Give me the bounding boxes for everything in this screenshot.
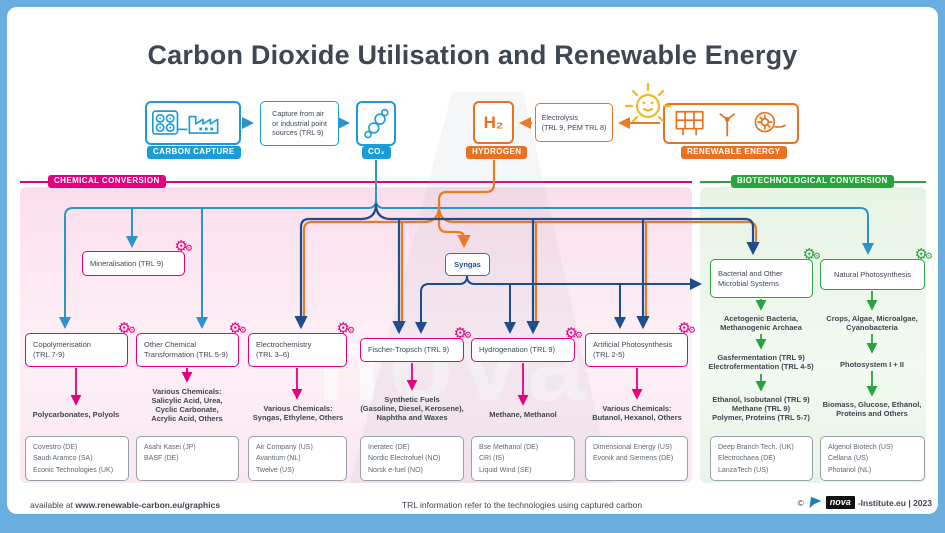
company-list-bacterial: Deep Branch Tech. (UK) Electrochaea (DE)… bbox=[710, 436, 813, 481]
gears-icon: ⚙⚙ bbox=[564, 325, 583, 342]
output-synthetic-fuels: Synthetic Fuels (Gasoline, Diesel, Keros… bbox=[360, 395, 464, 423]
bacterial-systems-label: Bacterial and Other Microbial Systems bbox=[718, 268, 783, 288]
company-list-other-chemical: Asahi Kasei (JP) BASF (DE) bbox=[136, 436, 239, 481]
bacterial-step2: Gasfermentation (TRL 9) Electrofermentat… bbox=[708, 353, 814, 372]
process-box-copolymerisation: Copolymerisation (TRL 7-9) ⚙⚙ bbox=[25, 321, 136, 367]
process-box-fischer-tropsch: Fischer-Tropsch (TRL 9) ⚙⚙ bbox=[360, 326, 472, 362]
process-box-artificial-photosynthesis: Artificial Photosynthesis (TRL 2-5) ⚙⚙ bbox=[585, 321, 696, 367]
process-label: Electrochemistry (TRL 3–6) bbox=[256, 340, 312, 359]
mineralisation-box: Mineralisation (TRL 9) ⚙⚙ bbox=[82, 239, 193, 276]
carbon-capture-box bbox=[145, 101, 241, 145]
company-list-hydrogenation: Bse Methanol (DE) CRI (IS) Liquid Wind (… bbox=[471, 436, 575, 481]
footer-available: available at www.renewable-carbon.eu/gra… bbox=[30, 500, 220, 510]
hydrogen-box: H₂ bbox=[473, 101, 514, 144]
natural-step2: Photosystem I + II bbox=[840, 360, 904, 369]
company-list-electrochemistry: Air Company (US) Avantium (NL) Twelve (U… bbox=[248, 436, 347, 481]
process-label: Other Chemical Transformation (TRL 5-9) bbox=[144, 340, 229, 359]
natural-step3: Biomass, Glucose, Ethanol, Proteins and … bbox=[822, 400, 922, 419]
bacterial-step1: Acetogenic Bacteria, Methanogenic Archae… bbox=[720, 314, 802, 333]
gears-icon: ⚙⚙ bbox=[174, 238, 193, 255]
syngas-label: Syngas bbox=[454, 260, 481, 269]
process-label: Fischer-Tropsch (TRL 9) bbox=[368, 345, 450, 355]
solar-panel-icon bbox=[675, 110, 704, 130]
process-box-hydrogenation: Hydrogenation (TRL 9) ⚙⚙ bbox=[471, 326, 583, 362]
gears-icon: ⚙⚙ bbox=[117, 320, 136, 337]
renewable-energy-badge: RENEWABLE ENERGY bbox=[681, 146, 787, 160]
gears-icon: ⚙⚙ bbox=[453, 325, 472, 342]
gears-icon: ⚙⚙ bbox=[336, 320, 355, 337]
bacterial-step3: Ethanol, Isobutanol (TRL 9) Methane (TRL… bbox=[712, 395, 810, 423]
h2-symbol: H₂ bbox=[483, 112, 504, 132]
output-polycarbonates: Polycarbonates, Polyols bbox=[32, 410, 120, 419]
co2-badge: CO₂ bbox=[362, 146, 391, 160]
company-list-fischer-tropsch: Ineratec (DE) Nordic Electrofuel (NO) No… bbox=[360, 436, 464, 481]
footer-url[interactable]: www.renewable-carbon.eu/graphics bbox=[75, 500, 221, 510]
gears-icon: ⚙⚙ bbox=[914, 246, 933, 263]
co2-molecule-icon bbox=[364, 108, 389, 138]
gears-icon: ⚙⚙ bbox=[802, 246, 821, 263]
natural-step1: Crops, Algae, Microalgae, Cyanobacteria bbox=[826, 314, 918, 333]
process-box-other-chemical: Other Chemical Transformation (TRL 5-9) … bbox=[136, 321, 247, 367]
electrolysis-box: Electrolysis (TRL 9, PEM TRL 8) bbox=[535, 103, 613, 142]
copyright-symbol: © bbox=[797, 497, 804, 508]
chemical-conversion-badge: CHEMICAL CONVERSION bbox=[48, 175, 166, 189]
natural-photosynthesis-label: Natural Photosynthesis bbox=[833, 270, 912, 279]
process-label: Artificial Photosynthesis (TRL 2-5) bbox=[593, 340, 673, 359]
footer-available-prefix: available at bbox=[30, 500, 76, 510]
biotech-conversion-badge: BIOTECHNOLOGICAL CONVERSION bbox=[731, 175, 894, 189]
footer-note: TRL information refer to the technologie… bbox=[401, 500, 643, 510]
output-methane-methanol: Methane, Methanol bbox=[489, 410, 557, 419]
capture-sources-box: Capture from air or industrial point sou… bbox=[260, 101, 339, 146]
carbon-capture-icon bbox=[152, 110, 219, 135]
process-label: Hydrogenation (TRL 9) bbox=[479, 345, 556, 355]
turbine-icon bbox=[754, 111, 776, 132]
output-various-chemicals-3: Various Chemicals: Butanol, Hexanol, Oth… bbox=[592, 404, 682, 423]
company-list-natural: Algenol Biotech (US) Cellana (US) Photan… bbox=[820, 436, 925, 481]
mineralisation-label: Mineralisation (TRL 9) bbox=[90, 258, 164, 268]
bacterial-systems-box: Bacterial and Other Microbial Systems ⚙⚙ bbox=[710, 247, 821, 298]
page-title: Carbon Dioxide Utilisation and Renewable… bbox=[147, 40, 798, 70]
nova-logo: nova bbox=[825, 496, 855, 509]
nova-flag-icon bbox=[809, 496, 822, 509]
sun-icon bbox=[624, 82, 672, 123]
process-label: Copolymerisation (TRL 7-9) bbox=[33, 340, 91, 359]
syngas-box: Syngas bbox=[445, 253, 490, 276]
co2-molecule-box bbox=[356, 101, 396, 146]
natural-photosynthesis-box: Natural Photosynthesis ⚙⚙ bbox=[820, 247, 933, 290]
hydrogen-badge: HYDROGEN bbox=[466, 146, 528, 160]
carbon-capture-badge: CARBON CAPTURE bbox=[147, 146, 241, 160]
gears-icon: ⚙⚙ bbox=[677, 320, 696, 337]
company-list-artificial-photosynthesis: Dimensional Energy (US) Evonik and Sieme… bbox=[585, 436, 688, 481]
process-box-electrochemistry: Electrochemistry (TRL 3–6) ⚙⚙ bbox=[248, 321, 355, 367]
renewable-energy-box bbox=[663, 103, 799, 144]
renewable-energy-icons bbox=[675, 110, 787, 136]
company-list-copolymerisation: Covestro (DE) Saudi Aramco (SA) Econic T… bbox=[25, 436, 129, 481]
output-various-chemicals-2: Various Chemicals: Syngas, Ethylene, Oth… bbox=[252, 404, 344, 423]
footer-credit: © nova -Institute.eu | 2023 bbox=[790, 495, 932, 510]
gears-icon: ⚙⚙ bbox=[228, 320, 247, 337]
output-various-chemicals-1: Various Chemicals: Salicylic Acid, Urea,… bbox=[151, 387, 223, 424]
footer-credit-text: -Institute.eu | 2023 bbox=[857, 497, 932, 508]
